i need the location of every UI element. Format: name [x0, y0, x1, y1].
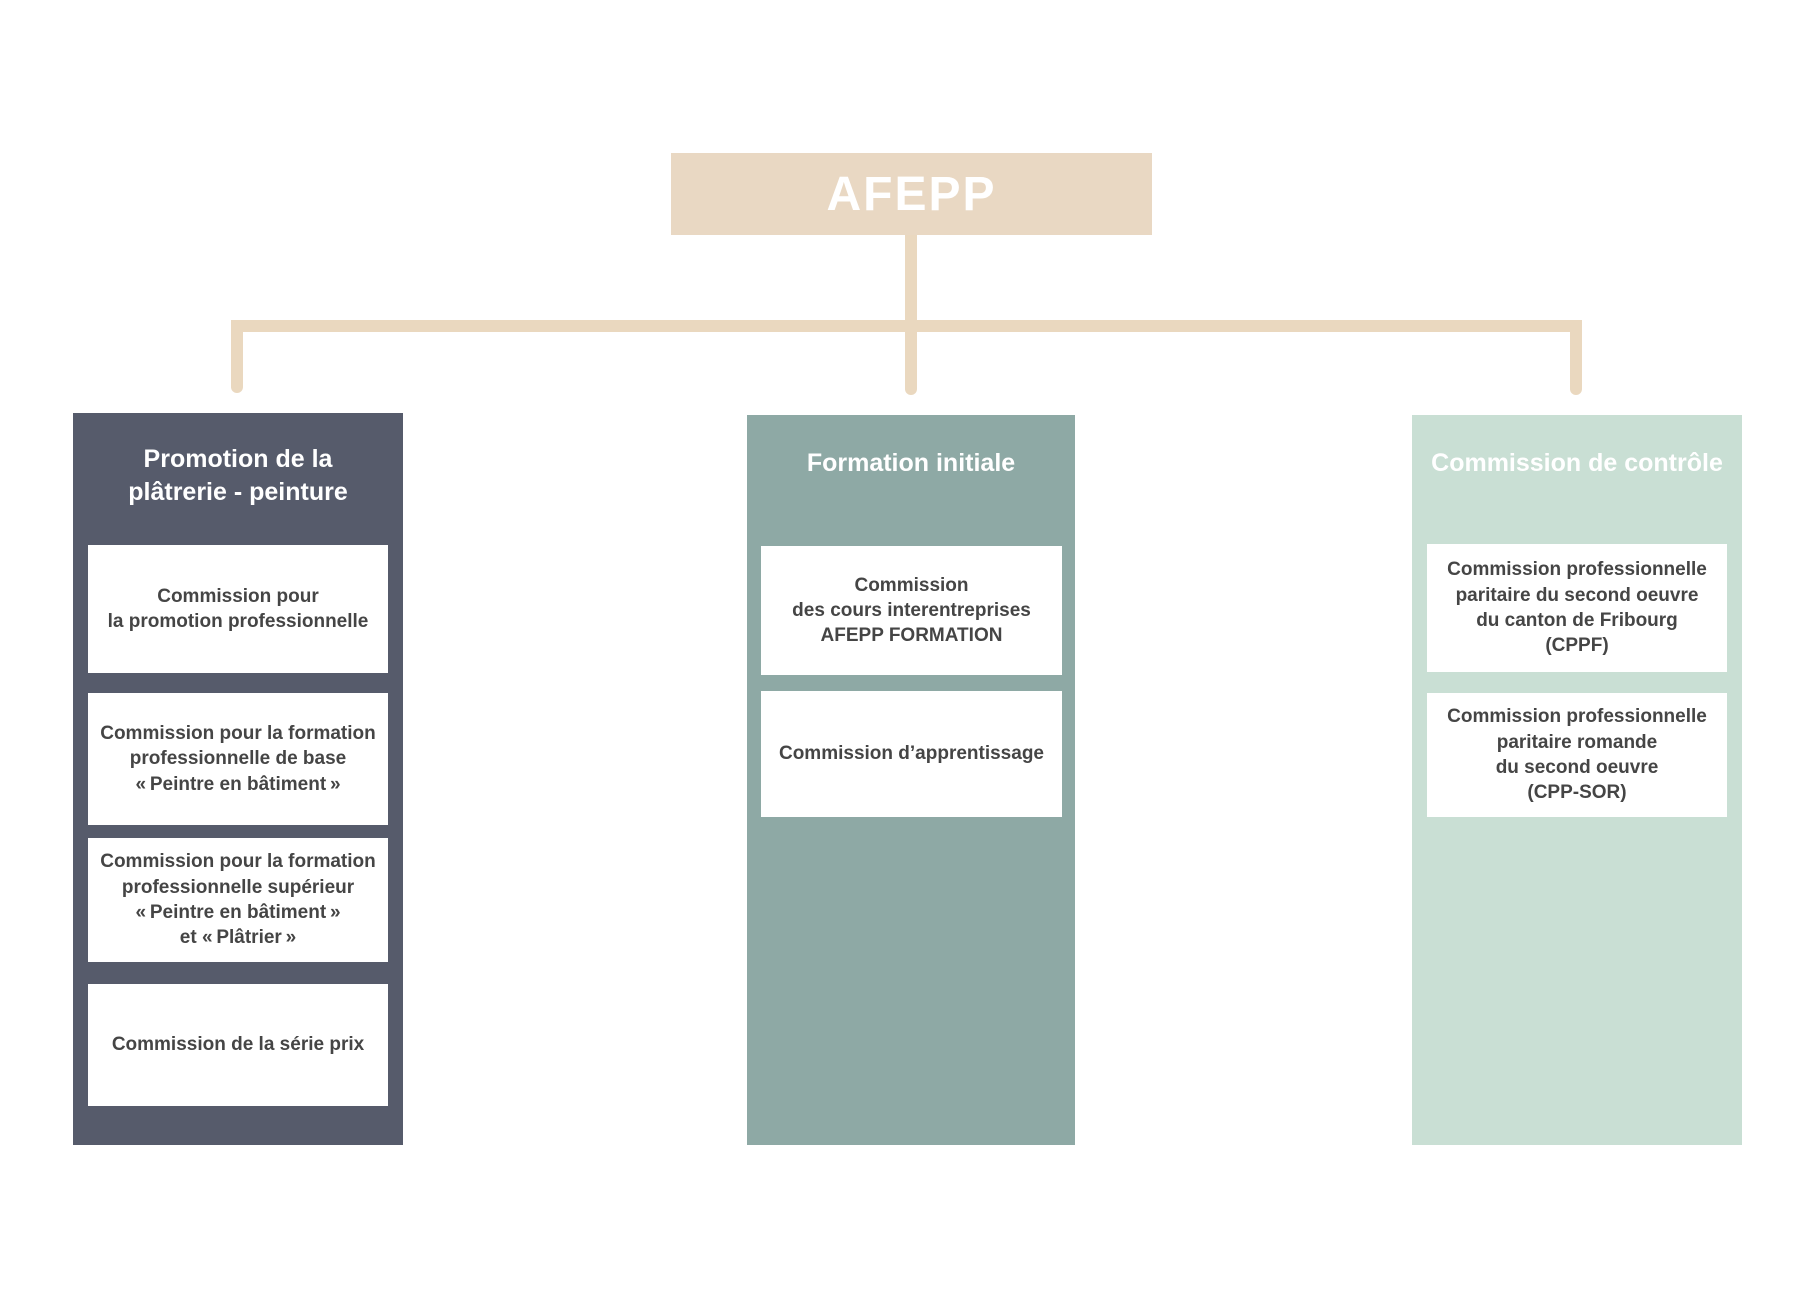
box-commission-cpp-sor: Commission professionnelle paritaire rom… — [1427, 693, 1727, 817]
column-formation-initiale: Formation initiale Commission des cours … — [747, 415, 1075, 1145]
column-commission-de-controle: Commission de contrôle Commission profes… — [1412, 415, 1742, 1145]
root-box-afepp: AFEPP — [671, 153, 1152, 235]
box-commission-cours-interentreprises: Commission des cours interentreprises AF… — [761, 546, 1062, 675]
box-label: Commission professionnelle paritaire du … — [1447, 559, 1707, 657]
box-commission-formation-superieur: Commission pour la formation professionn… — [88, 838, 388, 962]
box-commission-serie-prix: Commission de la série prix — [88, 984, 388, 1106]
column-title: Formation initiale — [806, 449, 1016, 477]
connector-drop-right — [1570, 320, 1582, 395]
connector-root-stem — [905, 235, 917, 332]
box-label: Commission d’apprentissage — [778, 743, 1044, 765]
column-title: Commission de contrôle — [1431, 449, 1723, 477]
box-label: Commission de la série prix — [111, 1034, 365, 1056]
box-label: Commission des cours interentreprises AF… — [792, 574, 1031, 647]
connector-drop-middle — [905, 332, 917, 395]
box-commission-apprentissage: Commission d’apprentissage — [761, 691, 1062, 817]
box-label: Commission pour la promotion professionn… — [107, 585, 369, 632]
box-label: Commission professionnelle paritaire rom… — [1447, 706, 1707, 804]
root-title: AFEPP — [826, 167, 997, 221]
box-commission-promotion-professionnelle: Commission pour la promotion professionn… — [88, 545, 388, 673]
column-promotion-platrerie-peinture: Promotion de la plâtrerie - peinture Com… — [73, 413, 403, 1145]
column-title: Promotion de la plâtrerie - peinture — [128, 445, 348, 506]
connector-horizontal-bar — [231, 320, 1582, 332]
box-label: Commission pour la formation professionn… — [100, 851, 376, 949]
box-commission-formation-base: Commission pour la formation professionn… — [88, 693, 388, 825]
connector-drop-left — [231, 320, 243, 393]
box-commission-cppf: Commission professionnelle paritaire du … — [1427, 544, 1727, 672]
box-label: Commission pour la formation professionn… — [100, 723, 376, 795]
